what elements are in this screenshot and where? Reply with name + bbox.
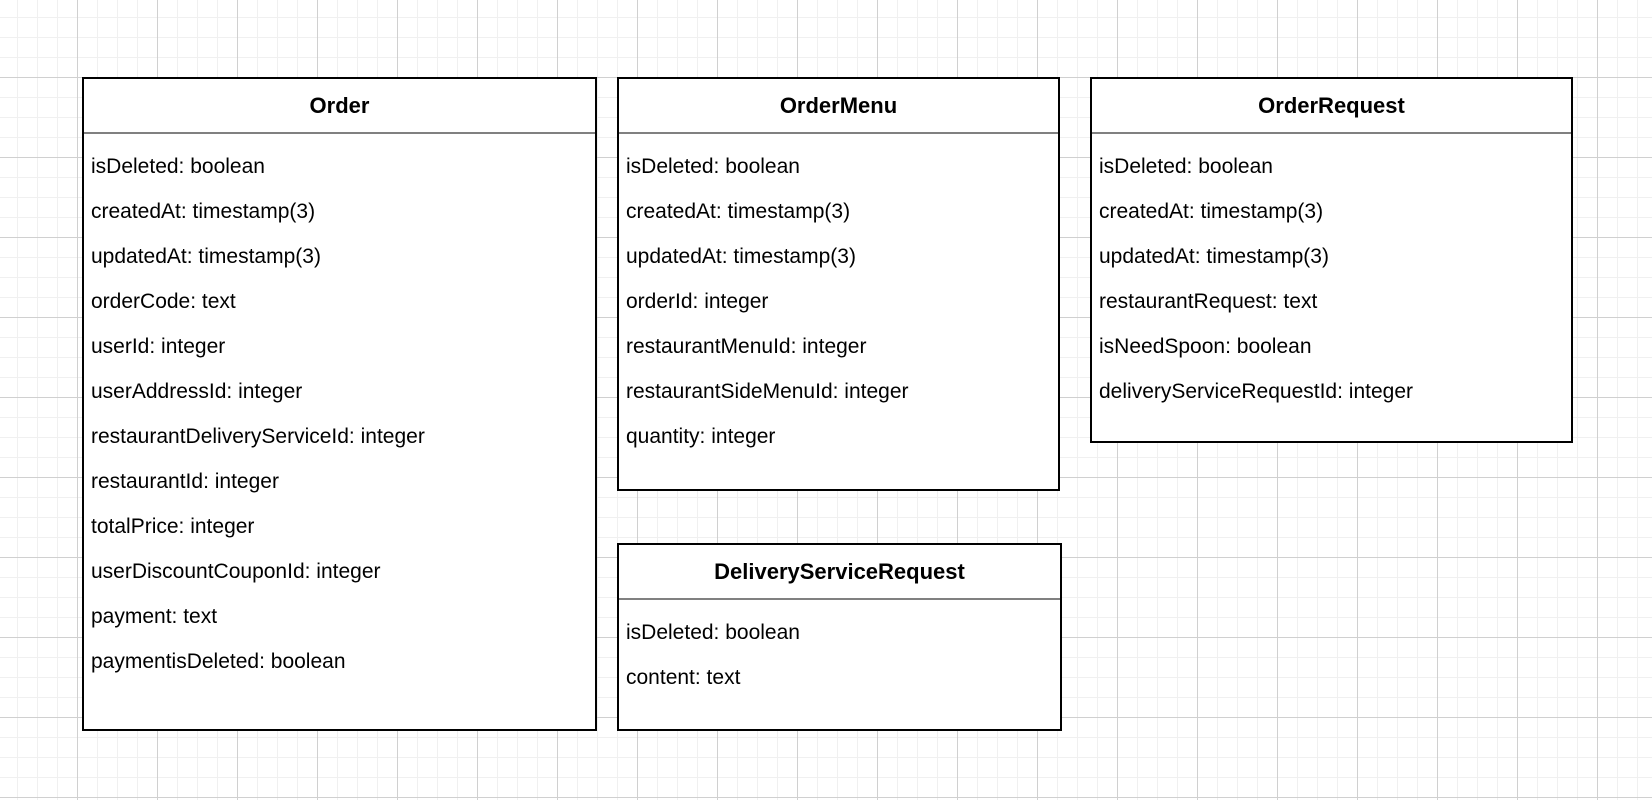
- entity-title: Order: [84, 79, 595, 134]
- entity-field-list: isDeleted: boolean createdAt: timestamp(3…: [1092, 134, 1571, 414]
- field-row[interactable]: restaurantId: integer: [91, 470, 279, 493]
- field-row[interactable]: isDeleted: boolean: [91, 155, 265, 178]
- field-row[interactable]: userId: integer: [91, 335, 226, 358]
- field-row[interactable]: restaurantMenuId: integer: [626, 335, 867, 358]
- entity-order[interactable]: Order isDeleted: boolean createdAt: timest…: [82, 77, 597, 731]
- field-row[interactable]: isDeleted: boolean: [626, 155, 800, 178]
- entity-title: OrderRequest: [1092, 79, 1571, 134]
- entity-title: OrderMenu: [619, 79, 1058, 134]
- field-row[interactable]: totalPrice: integer: [91, 515, 255, 538]
- entity-field-list: isDeleted: boolean createdAt: timestamp(3…: [619, 134, 1058, 459]
- field-row[interactable]: restaurantDeliveryServiceId: integer: [91, 425, 425, 448]
- entity-field-list: isDeleted: boolean content: text: [619, 600, 1060, 700]
- entity-orderrequest[interactable]: OrderRequest isDeleted: boolean createdAt:…: [1090, 77, 1573, 443]
- field-row[interactable]: createdAt: timestamp(3): [1099, 200, 1324, 223]
- field-row[interactable]: isDeleted: boolean: [1099, 155, 1273, 178]
- field-row[interactable]: content: text: [626, 666, 741, 689]
- field-row[interactable]: paymentisDeleted: boolean: [91, 650, 346, 673]
- entity-ordermenu[interactable]: OrderMenu isDeleted: boolean createdAt: ti…: [617, 77, 1060, 491]
- entity-field-list: isDeleted: boolean createdAt: timestamp(3…: [84, 134, 595, 684]
- field-row[interactable]: updatedAt: timestamp(3): [91, 245, 321, 268]
- field-row[interactable]: quantity: integer: [626, 425, 776, 448]
- field-row[interactable]: createdAt: timestamp(3): [626, 200, 851, 223]
- field-row[interactable]: orderId: integer: [626, 290, 769, 313]
- field-row[interactable]: payment: text: [91, 605, 218, 628]
- field-row[interactable]: deliveryServiceRequestId: integer: [1099, 380, 1413, 403]
- field-row[interactable]: updatedAt: timestamp(3): [626, 245, 856, 268]
- field-row[interactable]: updatedAt: timestamp(3): [1099, 245, 1329, 268]
- field-row[interactable]: orderCode: text: [91, 290, 236, 313]
- field-row[interactable]: userDiscountCouponId: integer: [91, 560, 381, 583]
- field-row[interactable]: isDeleted: boolean: [626, 621, 800, 644]
- field-row[interactable]: isNeedSpoon: boolean: [1099, 335, 1312, 358]
- field-row[interactable]: restaurantSideMenuId: integer: [626, 380, 909, 403]
- field-row[interactable]: userAddressId: integer: [91, 380, 303, 403]
- entity-title: DeliveryServiceRequest: [619, 545, 1060, 600]
- field-row[interactable]: restaurantRequest: text: [1099, 290, 1318, 313]
- field-row[interactable]: createdAt: timestamp(3): [91, 200, 316, 223]
